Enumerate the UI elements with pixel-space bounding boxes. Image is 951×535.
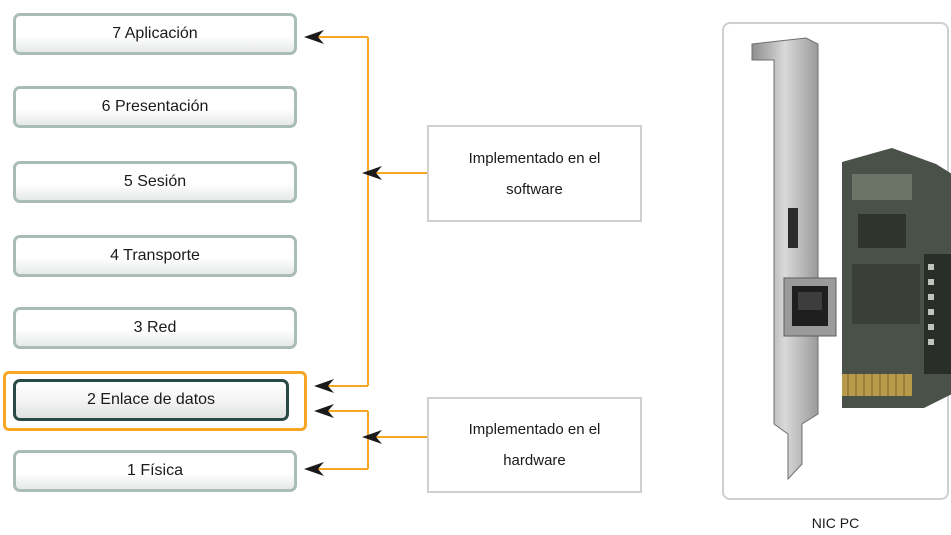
layer-session[interactable]: 5 Sesión bbox=[13, 161, 297, 203]
layer-data-link[interactable]: 2 Enlace de datos bbox=[13, 379, 289, 421]
layer-label: 7 Aplicación bbox=[112, 25, 198, 42]
layer-transport[interactable]: 4 Transporte bbox=[13, 235, 297, 277]
hardware-note-line2: hardware bbox=[503, 452, 566, 469]
nic-caption: NIC PC bbox=[811, 515, 860, 531]
layer-label: 6 Presentación bbox=[101, 98, 209, 115]
data-link-highlight bbox=[3, 371, 307, 431]
layer-physical[interactable]: 1 Física bbox=[13, 450, 297, 492]
arrowhead-icon bbox=[362, 430, 382, 444]
layer-presentation[interactable]: 6 Presentación bbox=[13, 86, 297, 128]
hardware-note: Implementado en el hardware bbox=[427, 397, 642, 493]
arrowhead-icon bbox=[304, 462, 324, 476]
software-note-line1: Implementado en el bbox=[468, 149, 601, 167]
nic-image-frame bbox=[722, 22, 951, 500]
layer-label: 1 Física bbox=[126, 462, 183, 479]
layer-label: 3 Red bbox=[133, 319, 177, 336]
software-note: Implementado en el software bbox=[427, 125, 642, 222]
layer-label: 2 Enlace de datos bbox=[86, 391, 216, 408]
software-note-line2: software bbox=[506, 180, 563, 198]
layer-network[interactable]: 3 Red bbox=[13, 307, 297, 349]
layer-label: 5 Sesión bbox=[123, 173, 187, 190]
layer-label: 4 Transporte bbox=[110, 247, 200, 264]
nic-card-icon bbox=[751, 37, 951, 481]
hardware-note-line1: Implementado en el bbox=[468, 421, 601, 438]
arrowhead-icon bbox=[314, 404, 334, 418]
arrowhead-icon bbox=[362, 166, 382, 180]
layer-application[interactable]: 7 Aplicación bbox=[13, 13, 297, 55]
arrowhead-icon bbox=[314, 379, 334, 393]
arrowhead-icon bbox=[304, 30, 324, 44]
